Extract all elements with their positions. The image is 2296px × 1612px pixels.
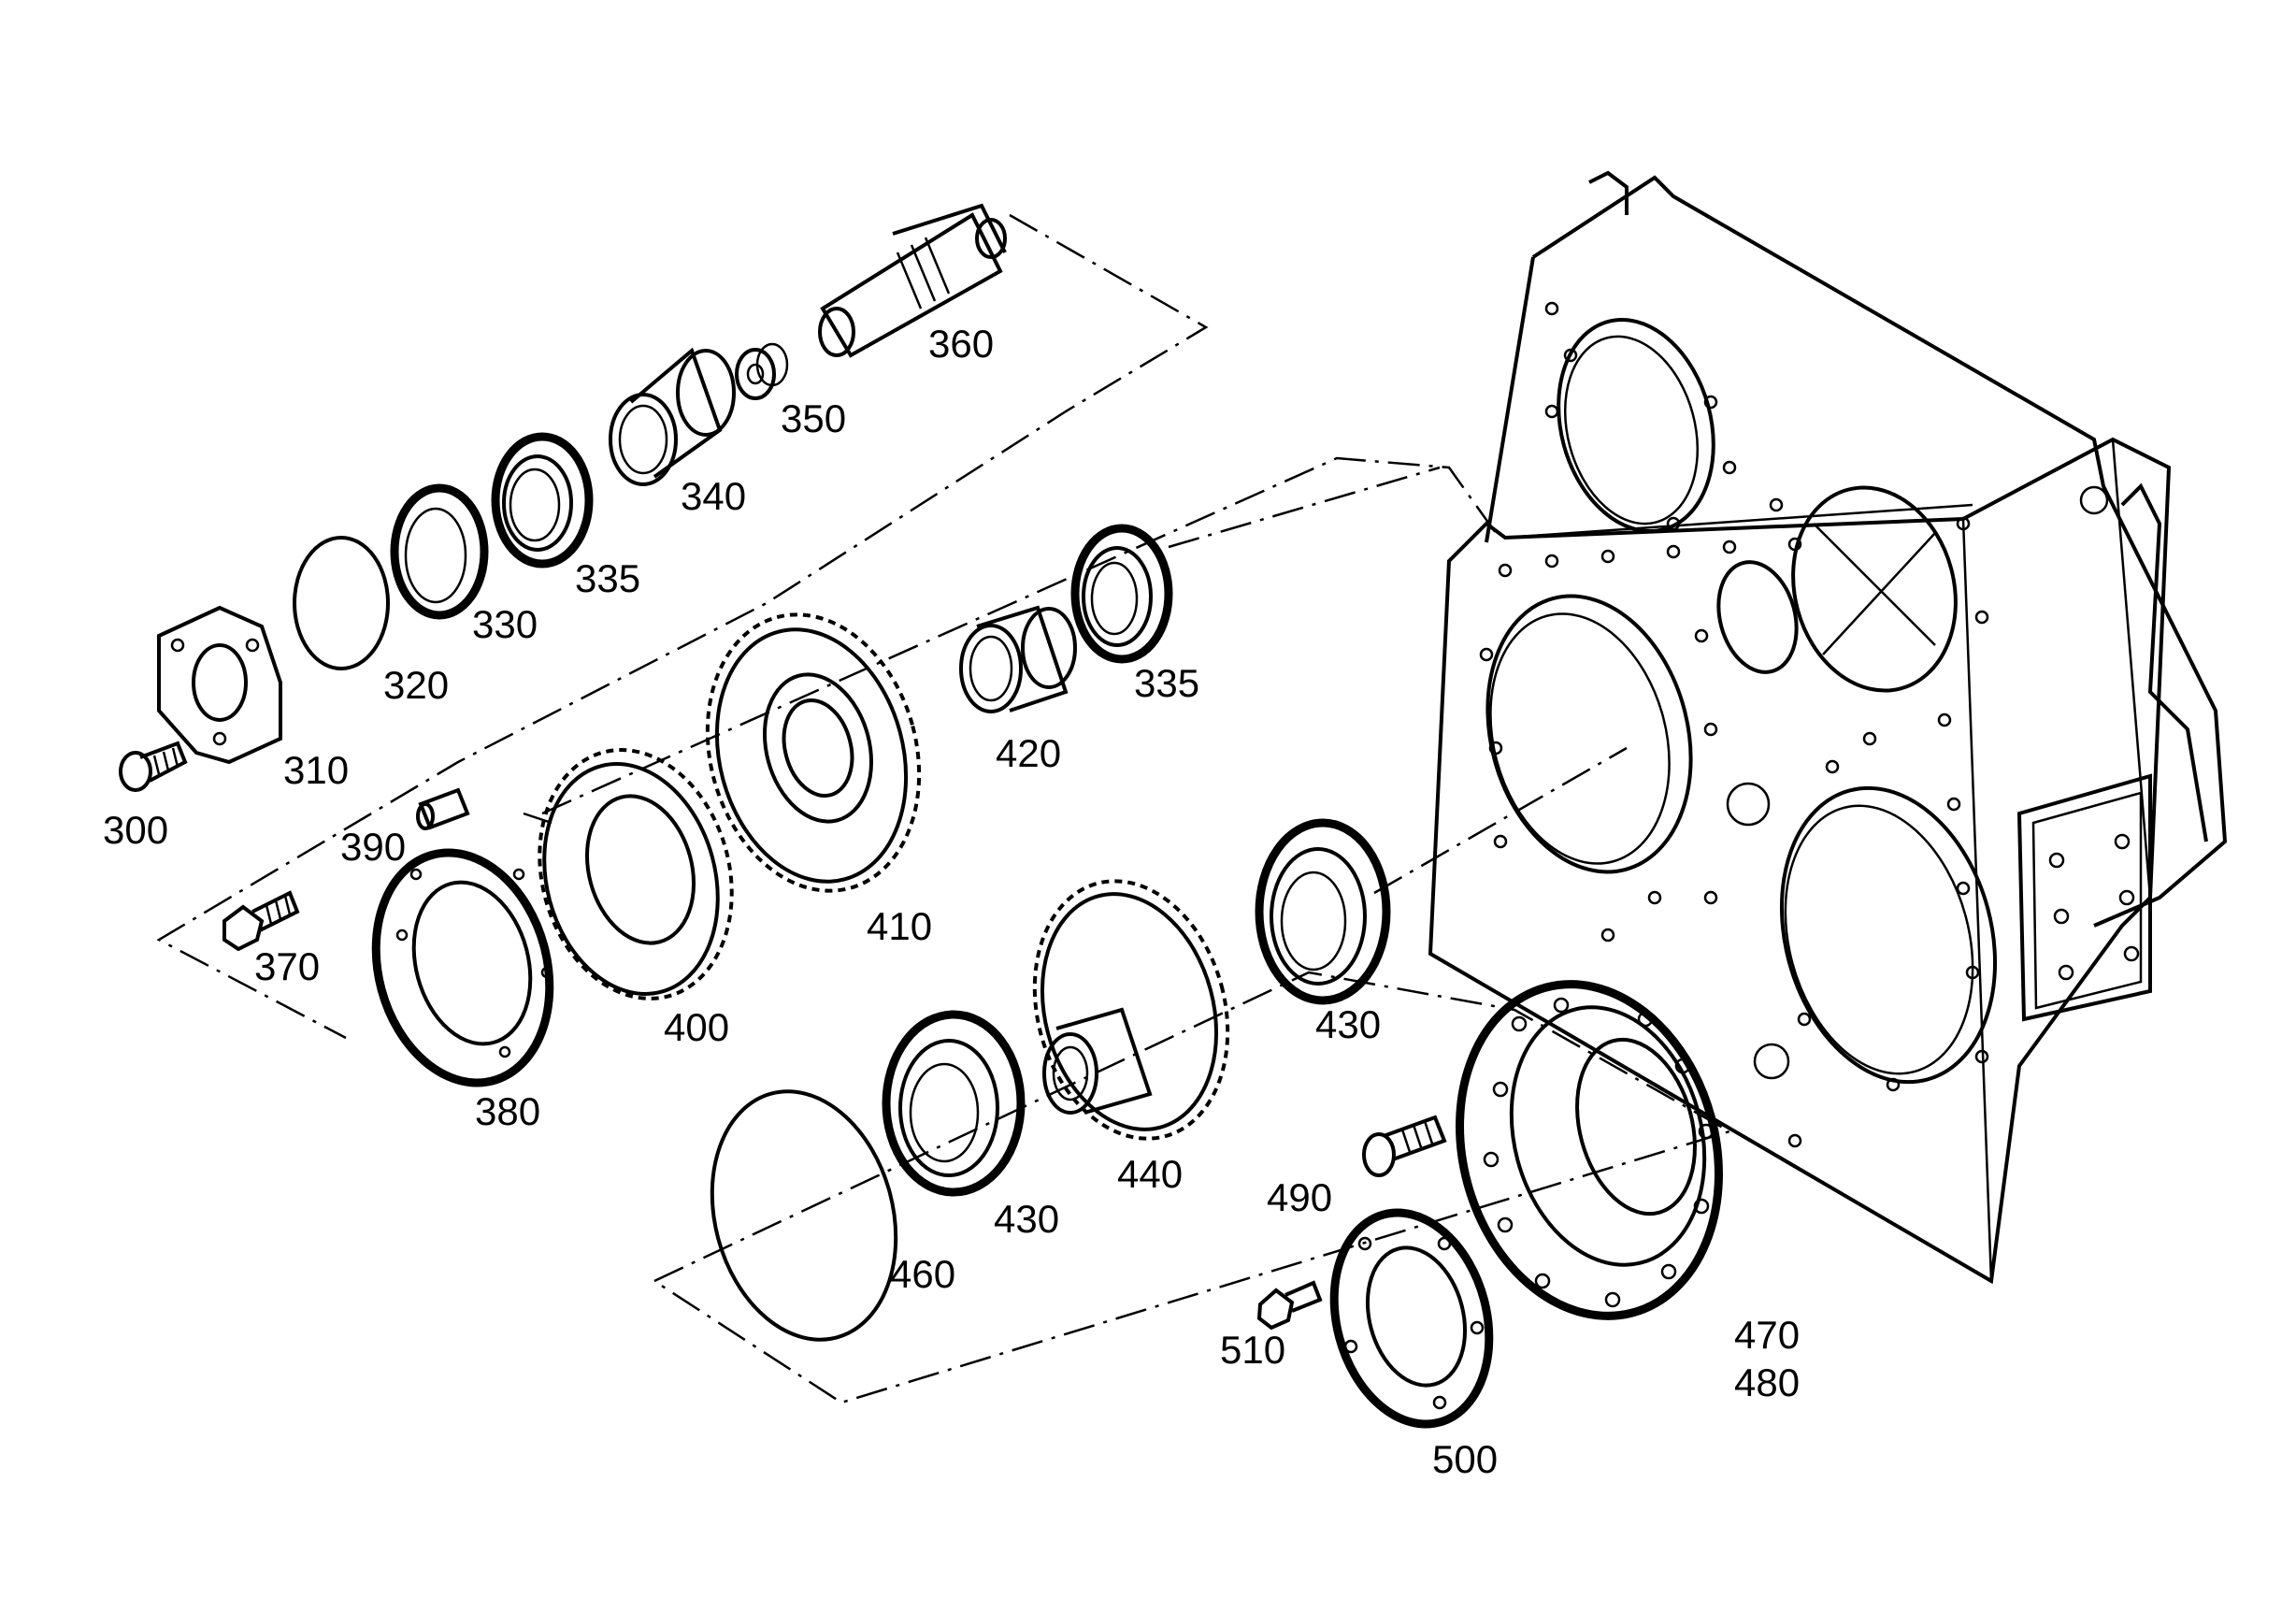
label-360: 360 bbox=[928, 322, 994, 366]
label-390: 390 bbox=[340, 825, 406, 869]
part-410-gear bbox=[705, 612, 922, 893]
label-460: 460 bbox=[890, 1252, 955, 1296]
part-460-oring bbox=[710, 1089, 898, 1342]
centerline-upper bbox=[156, 213, 1209, 1040]
part-300-bolt bbox=[119, 741, 188, 792]
leader-390 bbox=[523, 812, 552, 825]
part-370-bolt bbox=[222, 890, 300, 952]
part-340-sleeve bbox=[609, 347, 736, 486]
part-310-cap bbox=[157, 605, 282, 765]
part-320-oring bbox=[293, 536, 390, 670]
part-335-ring-lower bbox=[1070, 524, 1173, 664]
part-335-ring-upper bbox=[491, 432, 594, 569]
label-350: 350 bbox=[781, 396, 846, 440]
label-335-upper: 335 bbox=[575, 556, 640, 600]
centerline-mid bbox=[541, 456, 1498, 815]
label-480: 480 bbox=[1734, 1360, 1800, 1404]
label-420: 420 bbox=[996, 731, 1061, 775]
part-400-gear bbox=[538, 748, 734, 1000]
part-420-sleeve bbox=[959, 605, 1077, 713]
centerline-shaft bbox=[1373, 746, 1628, 895]
label-490: 490 bbox=[1267, 1175, 1332, 1219]
label-470: 470 bbox=[1734, 1313, 1800, 1357]
label-430-upper: 430 bbox=[1315, 1002, 1381, 1046]
label-300: 300 bbox=[103, 808, 168, 852]
part-380-cover bbox=[371, 848, 554, 1087]
label-310: 310 bbox=[283, 748, 349, 792]
centerline-lower bbox=[653, 971, 1733, 1404]
part-510-bolt bbox=[1256, 1280, 1323, 1331]
part-360-shaft bbox=[818, 203, 1007, 358]
part-labels: 300 310 320 330 335 340 350 360 370 380 … bbox=[103, 322, 1800, 1481]
part-440-gear bbox=[1032, 879, 1230, 1141]
label-335-lower: 335 bbox=[1134, 661, 1199, 705]
part-350-spline bbox=[735, 342, 789, 400]
part-470-flange bbox=[1456, 980, 1723, 1320]
centerline-main bbox=[1168, 466, 1441, 549]
part-430-bearing-upper bbox=[1255, 818, 1391, 1005]
label-320: 320 bbox=[383, 663, 449, 707]
part-390-pin bbox=[416, 787, 470, 830]
part-430-bearing-lower bbox=[882, 1010, 1026, 1197]
label-440: 440 bbox=[1117, 1152, 1183, 1196]
label-330: 330 bbox=[472, 602, 538, 646]
label-400: 400 bbox=[664, 1005, 729, 1049]
label-380: 380 bbox=[475, 1089, 540, 1133]
housing bbox=[1428, 170, 2228, 1285]
part-330-ring bbox=[390, 483, 489, 620]
part-500-plate bbox=[1329, 1208, 1494, 1429]
part-490-bolt bbox=[1362, 1115, 1447, 1177]
label-430-lower: 430 bbox=[994, 1197, 1059, 1241]
label-500: 500 bbox=[1432, 1437, 1498, 1481]
label-410: 410 bbox=[867, 904, 932, 948]
label-510: 510 bbox=[1220, 1328, 1285, 1372]
label-370: 370 bbox=[254, 944, 320, 988]
label-340: 340 bbox=[681, 474, 746, 518]
